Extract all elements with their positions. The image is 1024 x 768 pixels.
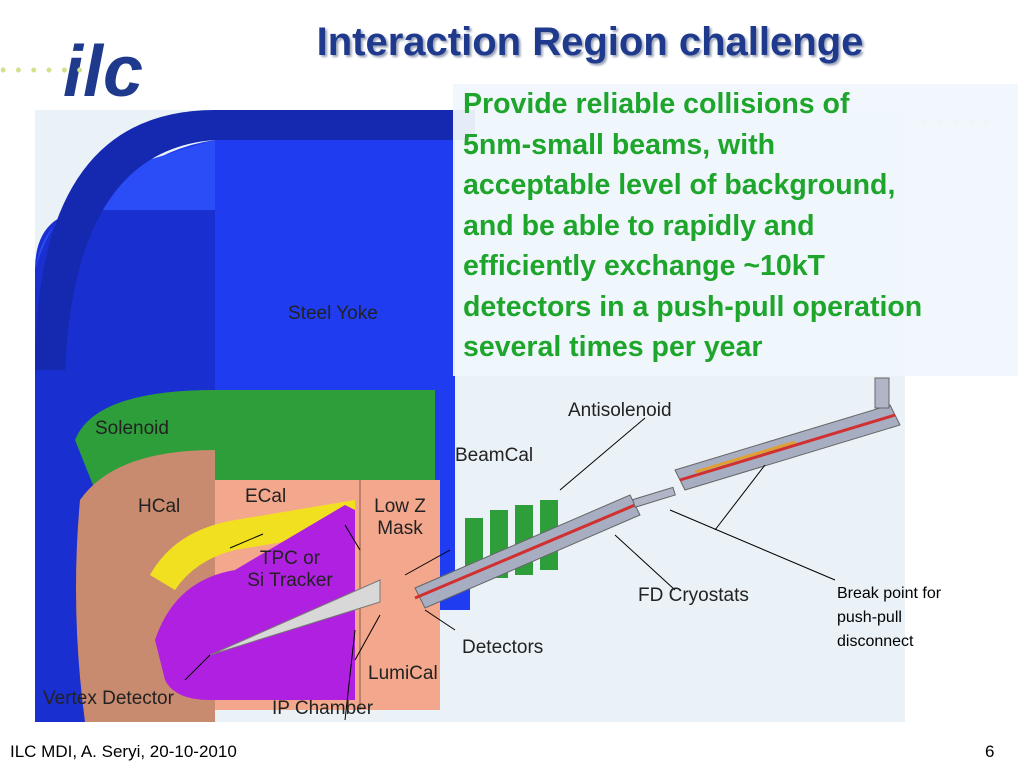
tracker bbox=[155, 505, 355, 700]
label-fd-cryostats: FD Cryostats bbox=[638, 585, 749, 606]
label-antisolenoid: Antisolenoid bbox=[568, 400, 672, 421]
label-low-z-mask: Low Z Mask bbox=[365, 496, 435, 540]
label-ip-chamber: IP Chamber bbox=[272, 698, 374, 719]
logo-text: ilc bbox=[63, 32, 143, 108]
ilc-logo: ilc bbox=[63, 32, 143, 108]
body-line-7: several times per year bbox=[463, 331, 763, 363]
fd-cryostat-near bbox=[414, 494, 641, 609]
body-line-1: Provide reliable collisions of bbox=[463, 88, 850, 120]
break-point-line1: Break point for bbox=[837, 585, 942, 602]
yoke-top bbox=[35, 140, 215, 270]
slide-title: Interaction Region challenge bbox=[316, 20, 864, 64]
label-low-z-line2: Mask bbox=[377, 518, 423, 539]
fd-cryostat-far bbox=[674, 404, 901, 491]
body-text: Provide reliable collisions of 5nm-small… bbox=[463, 84, 1023, 368]
body-line-4: and be able to rapidly and bbox=[463, 209, 815, 242]
label-tpc-line2: Si Tracker bbox=[247, 570, 333, 591]
cryostat-turret bbox=[874, 377, 890, 409]
body-line-6: detectors in a push-pull operation bbox=[463, 290, 923, 323]
break-point-line2: push-pull bbox=[837, 609, 902, 626]
body-line-2: 5nm-small beams, with bbox=[463, 128, 776, 161]
label-vertex-detector: Vertex Detector bbox=[43, 688, 174, 709]
text-box-background bbox=[453, 84, 1018, 376]
footer-credit: ILC MDI, A. Seryi, 20-10-2010 bbox=[10, 742, 237, 761]
label-solenoid: Solenoid bbox=[95, 418, 169, 439]
body-line-5: efficiently exchange ~10kT bbox=[463, 250, 825, 282]
body-line-3: acceptable level of background, bbox=[463, 169, 896, 201]
label-detectors: Detectors bbox=[462, 637, 544, 658]
decorative-dots-left: •••••• bbox=[0, 60, 92, 80]
detector-diagram: Steel Yoke Solenoid HCal ECal TPC or Si … bbox=[35, 110, 905, 722]
label-lumical: LumiCal bbox=[368, 663, 438, 684]
break-point-note: Break point for push-pull disconnect bbox=[837, 582, 941, 654]
label-tpc: TPC or Si Tracker bbox=[225, 548, 355, 592]
label-tpc-line1: TPC or bbox=[259, 548, 321, 569]
pointer-lines bbox=[184, 417, 836, 721]
page-number: 6 bbox=[985, 742, 995, 761]
label-steel-yoke: Steel Yoke bbox=[288, 303, 378, 324]
vertex-cone bbox=[209, 579, 381, 656]
break-point-pipe bbox=[632, 486, 676, 508]
yoke-edge bbox=[35, 110, 475, 370]
label-hcal: HCal bbox=[138, 496, 181, 517]
break-point-line3: disconnect bbox=[837, 633, 914, 650]
label-beamcal: BeamCal bbox=[455, 445, 534, 466]
ecal-layer bbox=[150, 500, 355, 590]
label-low-z-line1: Low Z bbox=[374, 496, 426, 517]
label-ecal: ECal bbox=[245, 486, 287, 507]
detector-illustration bbox=[35, 110, 901, 722]
